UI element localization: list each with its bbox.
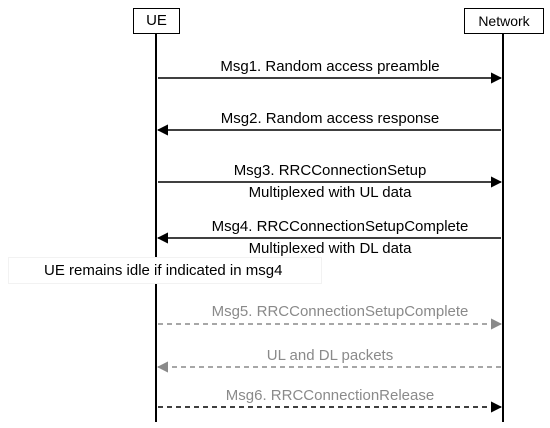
packets-label: UL and DL packets [266, 347, 394, 364]
network-actor-box: Network [464, 8, 544, 34]
msg4-sublabel: Multiplexed with DL data [248, 240, 412, 257]
msg2-label: Msg2. Random access response [220, 110, 440, 127]
ue-actor-box: UE [133, 8, 180, 34]
msg3-label: Msg3. RRCConnectionSetup [233, 162, 427, 179]
msg4-label: Msg4. RRCConnectionSetupComplete [211, 218, 469, 235]
msg6-label: Msg6. RRCConnectionRelease [225, 387, 435, 404]
msg5-label: Msg5. RRCConnectionSetupComplete [211, 303, 469, 320]
idle-note: UE remains idle if indicated in msg4 [9, 258, 321, 283]
msg1-label: Msg1. Random access preamble [220, 58, 440, 75]
msg3-sublabel: Multiplexed with UL data [248, 184, 412, 201]
